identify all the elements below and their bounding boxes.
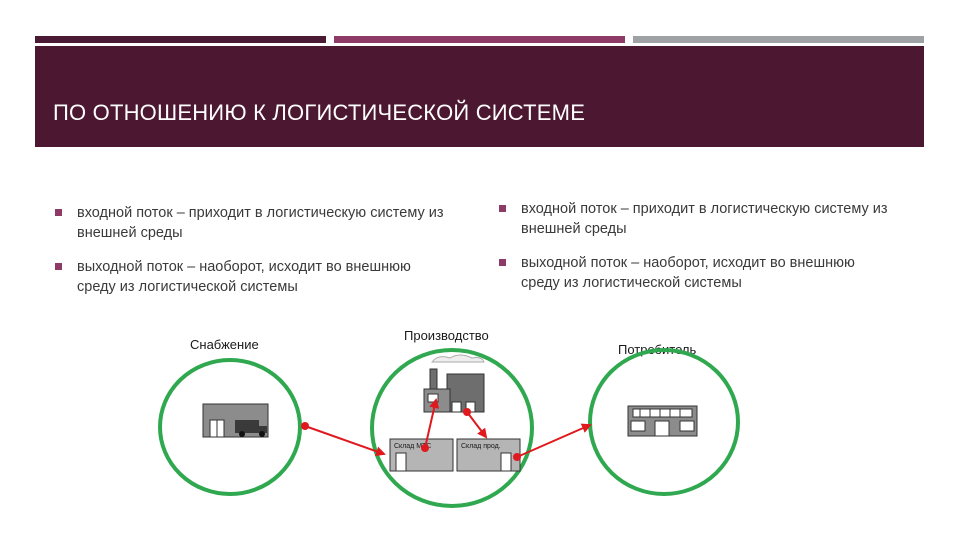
list-item: выходной поток – наоборот, исходит во вн…: [53, 257, 453, 297]
accent-stripe-3: [633, 36, 924, 43]
bullet-text: выходной поток – наоборот, исходит во вн…: [77, 259, 411, 295]
warehouse-prod-label: Склад прод.: [461, 443, 501, 450]
bullet-square-icon: [499, 205, 506, 212]
warehouse-mts: Склад МТС: [389, 438, 454, 472]
supply-circle: [158, 358, 302, 496]
to-factory-arrow: [424, 398, 440, 449]
warehouse-prod: Склад прод.: [456, 438, 521, 472]
accent-stripe-1: [35, 36, 326, 43]
bullet-square-icon: [499, 259, 506, 266]
bullet-text: выходной поток – наоборот, исходит во вн…: [521, 255, 855, 291]
factory-icon: [423, 354, 485, 413]
bullet-text: входной поток – приходит в логистическую…: [521, 201, 888, 237]
supply-label: Снабжение: [190, 337, 259, 352]
store-icon: [627, 405, 698, 437]
truck-warehouse-icon: [202, 403, 269, 438]
consumer-circle: [588, 348, 740, 496]
production-circle: [370, 348, 534, 508]
warehouse-mts-label: Склад МТС: [394, 443, 431, 450]
outbound-arrow: [516, 423, 592, 458]
production-label: Производство: [404, 328, 489, 343]
inbound-arrow: [304, 425, 386, 457]
bullet-list-right: входной поток – приходит в логистическую…: [497, 199, 897, 307]
slide-title: ПО ОТНОШЕНИЮ К ЛОГИСТИЧЕСКОЙ СИСТЕМЕ: [53, 100, 586, 125]
bullet-text: входной поток – приходит в логистическую…: [77, 205, 444, 241]
bullet-square-icon: [55, 209, 62, 216]
accent-stripe-2: [334, 36, 625, 43]
list-item: входной поток – приходит в логистическую…: [53, 203, 453, 243]
bullet-list-left: входной поток – приходит в логистическую…: [53, 203, 453, 311]
title-band: [35, 46, 924, 147]
to-warehouse-arrow: [466, 411, 488, 439]
bullet-square-icon: [55, 263, 62, 270]
list-item: выходной поток – наоборот, исходит во вн…: [497, 253, 897, 293]
flow-arrows: [301, 398, 592, 461]
list-item: входной поток – приходит в логистическую…: [497, 199, 897, 239]
